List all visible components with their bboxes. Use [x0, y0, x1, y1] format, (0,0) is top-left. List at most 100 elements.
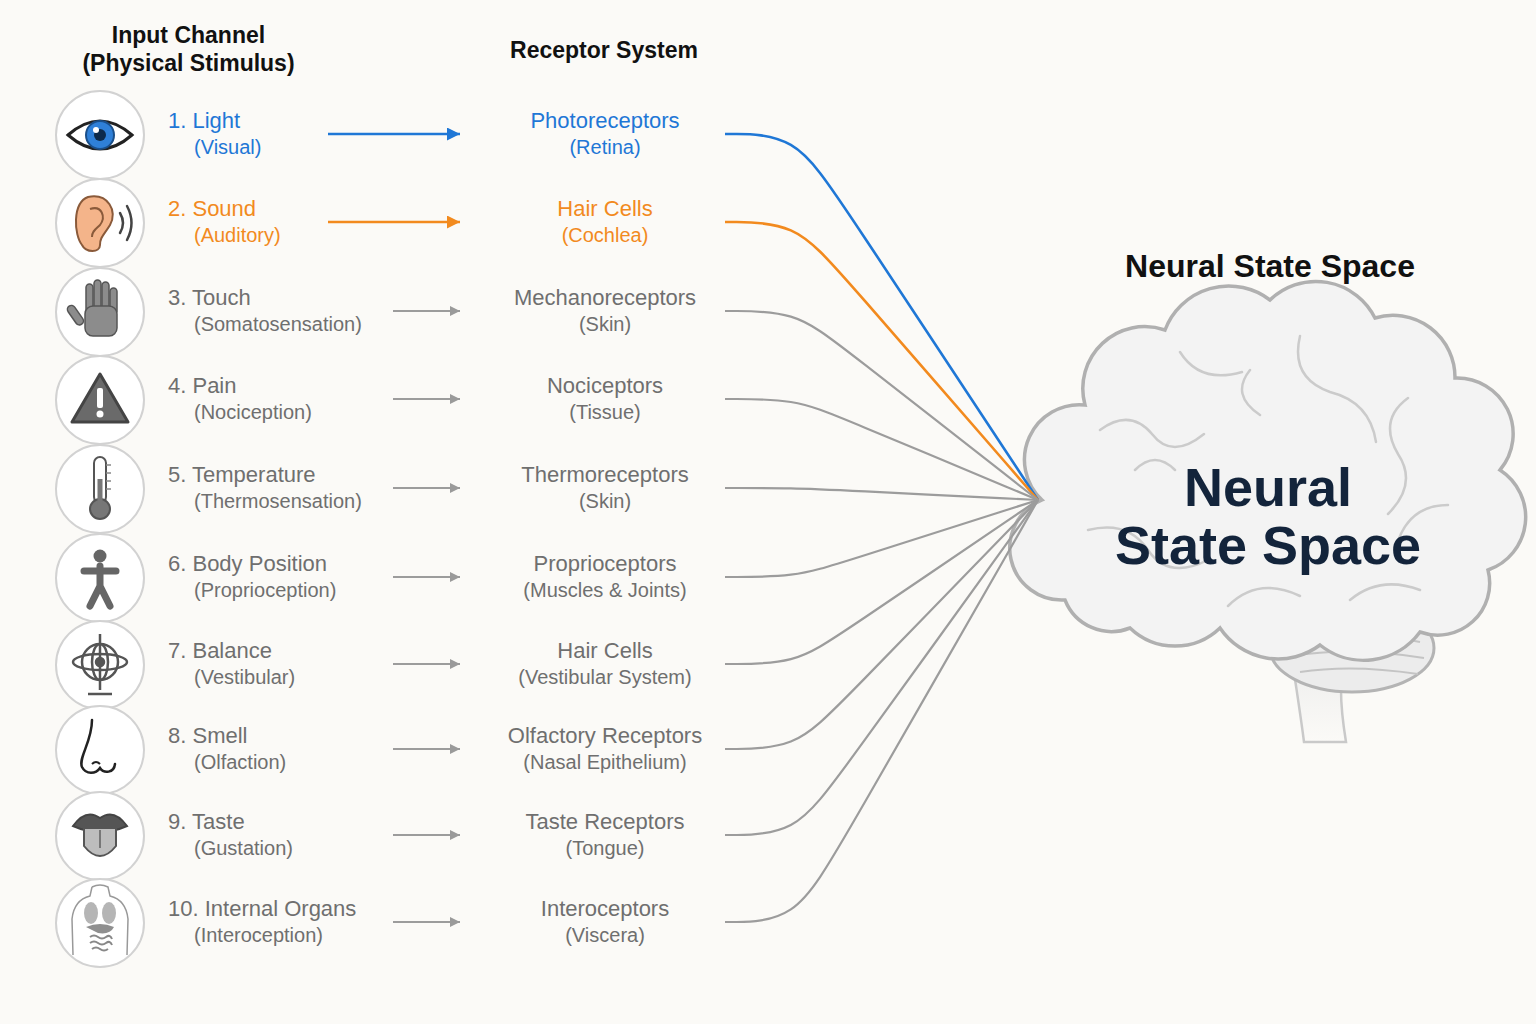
brain-region: Neural State SpaceNeural State Space	[1035, 238, 1505, 738]
icon-frame	[56, 91, 144, 967]
gyroscope-icon	[96, 658, 104, 666]
receptor-label: Hair Cells(Vestibular System)	[480, 637, 730, 691]
sense-detail: (Auditory)	[168, 222, 318, 249]
signal-arrow	[328, 133, 460, 136]
input-channel-label: 5. Temperature(Thermosensation)	[168, 461, 383, 515]
neural-pathway	[725, 134, 1038, 500]
sense-name: Proprioceptors	[480, 550, 730, 577]
signal-arrow	[393, 487, 460, 489]
icon-frame	[56, 91, 144, 179]
icon-frame	[56, 179, 144, 267]
sense-name: 3. Touch	[168, 284, 383, 311]
sense-detail: (Olfaction)	[168, 749, 383, 776]
sense-name: 4. Pain	[168, 372, 383, 399]
signal-arrow	[393, 576, 460, 578]
sense-detail: (Retina)	[480, 134, 730, 161]
ear-icon	[120, 206, 132, 240]
receptor-label: Taste Receptors(Tongue)	[480, 808, 730, 862]
sense-detail: (Interoception)	[168, 922, 383, 949]
signal-arrow	[393, 834, 460, 836]
ear-icon	[76, 196, 113, 251]
torso-icon	[86, 924, 114, 933]
receptor-label: Hair Cells(Cochlea)	[480, 195, 730, 249]
sense-detail: (Nasal Epithelium)	[480, 749, 730, 776]
sense-detail: (Gustation)	[168, 835, 383, 862]
warning-icon	[72, 374, 128, 422]
signal-arrow	[393, 921, 460, 923]
ear-icon	[76, 196, 132, 251]
sense-name: 1. Light	[168, 107, 318, 134]
sense-detail: (Tongue)	[480, 835, 730, 862]
input-channel-label: 6. Body Position(Proprioception)	[168, 550, 383, 604]
input-channel-label: 1. Light(Visual)	[168, 107, 318, 161]
brain-label: Neural State Space	[1112, 458, 1424, 574]
thermometer-icon	[90, 457, 111, 519]
receptor-label: Mechanoreceptors(Skin)	[480, 284, 730, 338]
icon-frame	[56, 792, 144, 880]
sense-name: 7. Balance	[168, 637, 383, 664]
receptor-label: Proprioceptors(Muscles & Joints)	[480, 550, 730, 604]
input-channel-label: 3. Touch(Somatosensation)	[168, 284, 383, 338]
sense-name: Taste Receptors	[480, 808, 730, 835]
sense-detail: (Cochlea)	[480, 222, 730, 249]
signal-arrow	[393, 310, 460, 312]
hand-icon	[66, 304, 85, 327]
thermometer-icon	[106, 465, 111, 489]
hand-icon	[66, 280, 117, 336]
icon-frame	[56, 706, 144, 794]
input-channel-label: 2. Sound(Auditory)	[168, 195, 318, 249]
sense-detail: (Skin)	[480, 311, 730, 338]
nose-icon	[81, 720, 115, 773]
eye-icon	[93, 127, 99, 133]
sense-name: 5. Temperature	[168, 461, 383, 488]
neural-pathway	[725, 500, 1038, 922]
nose-icon	[81, 720, 115, 773]
sense-detail: (Skin)	[480, 488, 730, 515]
gyroscope-icon	[88, 634, 112, 694]
warning-icon	[97, 388, 103, 408]
eye-icon	[86, 121, 114, 149]
icon-frame	[56, 356, 144, 444]
sense-name: Thermoreceptors	[480, 461, 730, 488]
input-channel-label: 4. Pain(Nociception)	[168, 372, 383, 426]
person-icon	[84, 550, 116, 607]
torso-icon	[102, 902, 116, 924]
sense-name: Mechanoreceptors	[480, 284, 730, 311]
receptor-label: Olfactory Receptors(Nasal Epithelium)	[480, 722, 730, 776]
sense-detail: (Tissue)	[480, 399, 730, 426]
icon-frame	[56, 534, 144, 622]
brain-heading: Neural State Space	[1035, 246, 1505, 286]
icon-frame	[56, 268, 144, 356]
nose-icon	[92, 762, 100, 764]
sense-detail: (Thermosensation)	[168, 488, 383, 515]
thermometer-icon	[98, 479, 103, 505]
input-channel-label: 9. Taste(Gustation)	[168, 808, 383, 862]
sense-detail: (Vestibular System)	[480, 664, 730, 691]
eye-icon	[68, 121, 132, 149]
input-channel-label: 8. Smell(Olfaction)	[168, 722, 383, 776]
torso-icon	[84, 902, 98, 924]
neural-pathway	[725, 222, 1038, 500]
warning-icon	[97, 411, 104, 418]
sense-detail: (Proprioception)	[168, 577, 383, 604]
receptor-label: Photoreceptors(Retina)	[480, 107, 730, 161]
icon-frame	[56, 445, 144, 533]
warning-icon	[72, 374, 128, 422]
sense-name: Hair Cells	[480, 637, 730, 664]
receptor-label: Thermoreceptors(Skin)	[480, 461, 730, 515]
signal-arrow	[393, 398, 460, 400]
sense-detail: (Muscles & Joints)	[480, 577, 730, 604]
sense-name: Olfactory Receptors	[480, 722, 730, 749]
sense-name: 10. Internal Organs	[168, 895, 383, 922]
neural-pathway	[725, 488, 1038, 500]
brain-illustration	[1088, 336, 1448, 606]
person-icon	[84, 566, 116, 606]
neural-pathway	[725, 500, 1038, 835]
column-heading: Input Channel (Physical Stimulus)	[76, 21, 301, 77]
sense-name: Photoreceptors	[480, 107, 730, 134]
sense-detail: (Nociception)	[168, 399, 383, 426]
neural-pathway	[725, 399, 1038, 500]
signal-arrow	[328, 221, 460, 224]
sense-detail: (Viscera)	[480, 922, 730, 949]
